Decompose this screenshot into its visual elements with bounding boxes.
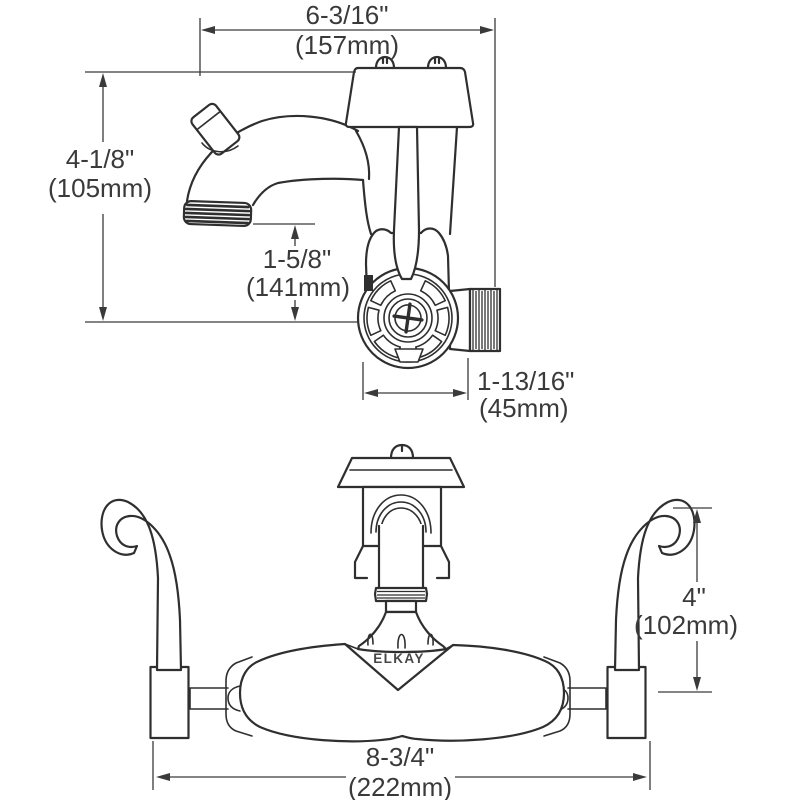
spout-outlet-threads — [182, 199, 253, 228]
wall-flange — [344, 66, 475, 129]
dim-handle-height-mm: (102mm) — [634, 610, 738, 640]
handle-stem — [189, 687, 229, 710]
tube-tip — [384, 599, 418, 614]
dim-handle-height-inches: 4" — [682, 582, 706, 612]
front-wall-flange — [336, 456, 466, 489]
faucet-front-view: ELKAY — [100, 443, 696, 743]
body-end-connector — [225, 656, 253, 737]
spout-left-edge — [185, 151, 213, 203]
dim-overall-height-inches: 4-1/8" — [66, 144, 135, 174]
dim-spout-clearance-inches: 1-5/8" — [263, 244, 332, 274]
dim-overall-width-inches: 8-3/4" — [366, 742, 435, 772]
dimension-overall-height: 4-1/8" (105mm) — [48, 71, 358, 323]
valve-dial — [356, 266, 460, 370]
dimension-overall-width: 8-3/4" (222mm) — [152, 741, 651, 800]
dim-spout-reach-mm: (157mm) — [295, 30, 399, 60]
dial-notch — [364, 275, 373, 291]
tube-threads — [373, 586, 429, 603]
handle-base — [149, 665, 190, 740]
body-wing-right — [435, 544, 451, 580]
flange-screw-right — [426, 55, 448, 70]
dim-valve-width-mm: (45mm) — [479, 393, 569, 423]
vacuum-breaker-knob — [190, 102, 241, 156]
coupling-ribs — [367, 633, 434, 649]
lever-handle — [392, 125, 421, 281]
body-column — [361, 125, 459, 236]
brand-label: ELKAY — [373, 651, 425, 666]
inlet-threads — [468, 287, 502, 353]
dimension-spout-clearance: 1-5/8" (141mm) — [246, 223, 350, 321]
dim-spout-clearance-mm: (141mm) — [246, 272, 350, 302]
phillips-screw-icon — [392, 302, 424, 334]
spout-root-fillet — [354, 129, 371, 181]
dim-valve-width-inches: 1-13/16" — [477, 366, 574, 396]
handle-left — [100, 498, 253, 740]
spout-bend-arcs — [370, 494, 432, 534]
body-wing-left — [353, 544, 369, 580]
wrist-blade — [100, 498, 183, 672]
dimension-spout-reach: 6-3/16" (157mm) — [199, 0, 496, 287]
knob-collar — [201, 142, 239, 153]
dim-overall-height-mm: (105mm) — [48, 173, 152, 203]
coupling-nut — [356, 610, 448, 654]
spout-underside — [251, 177, 365, 207]
dim-spout-reach-inches: 6-3/16" — [306, 0, 389, 30]
dimension-valve-width: 1-13/16" (45mm) — [362, 358, 574, 423]
faucet-side-view — [182, 55, 502, 370]
flange-screw-left — [374, 55, 396, 70]
dial-bottom-tab — [394, 348, 424, 363]
dim-overall-width-mm: (222mm) — [348, 772, 452, 800]
dimension-handle-height: 4" (102mm) — [634, 507, 738, 693]
front-flange-screw — [389, 443, 415, 460]
spout-down-tube — [377, 524, 425, 590]
main-body — [238, 642, 566, 743]
